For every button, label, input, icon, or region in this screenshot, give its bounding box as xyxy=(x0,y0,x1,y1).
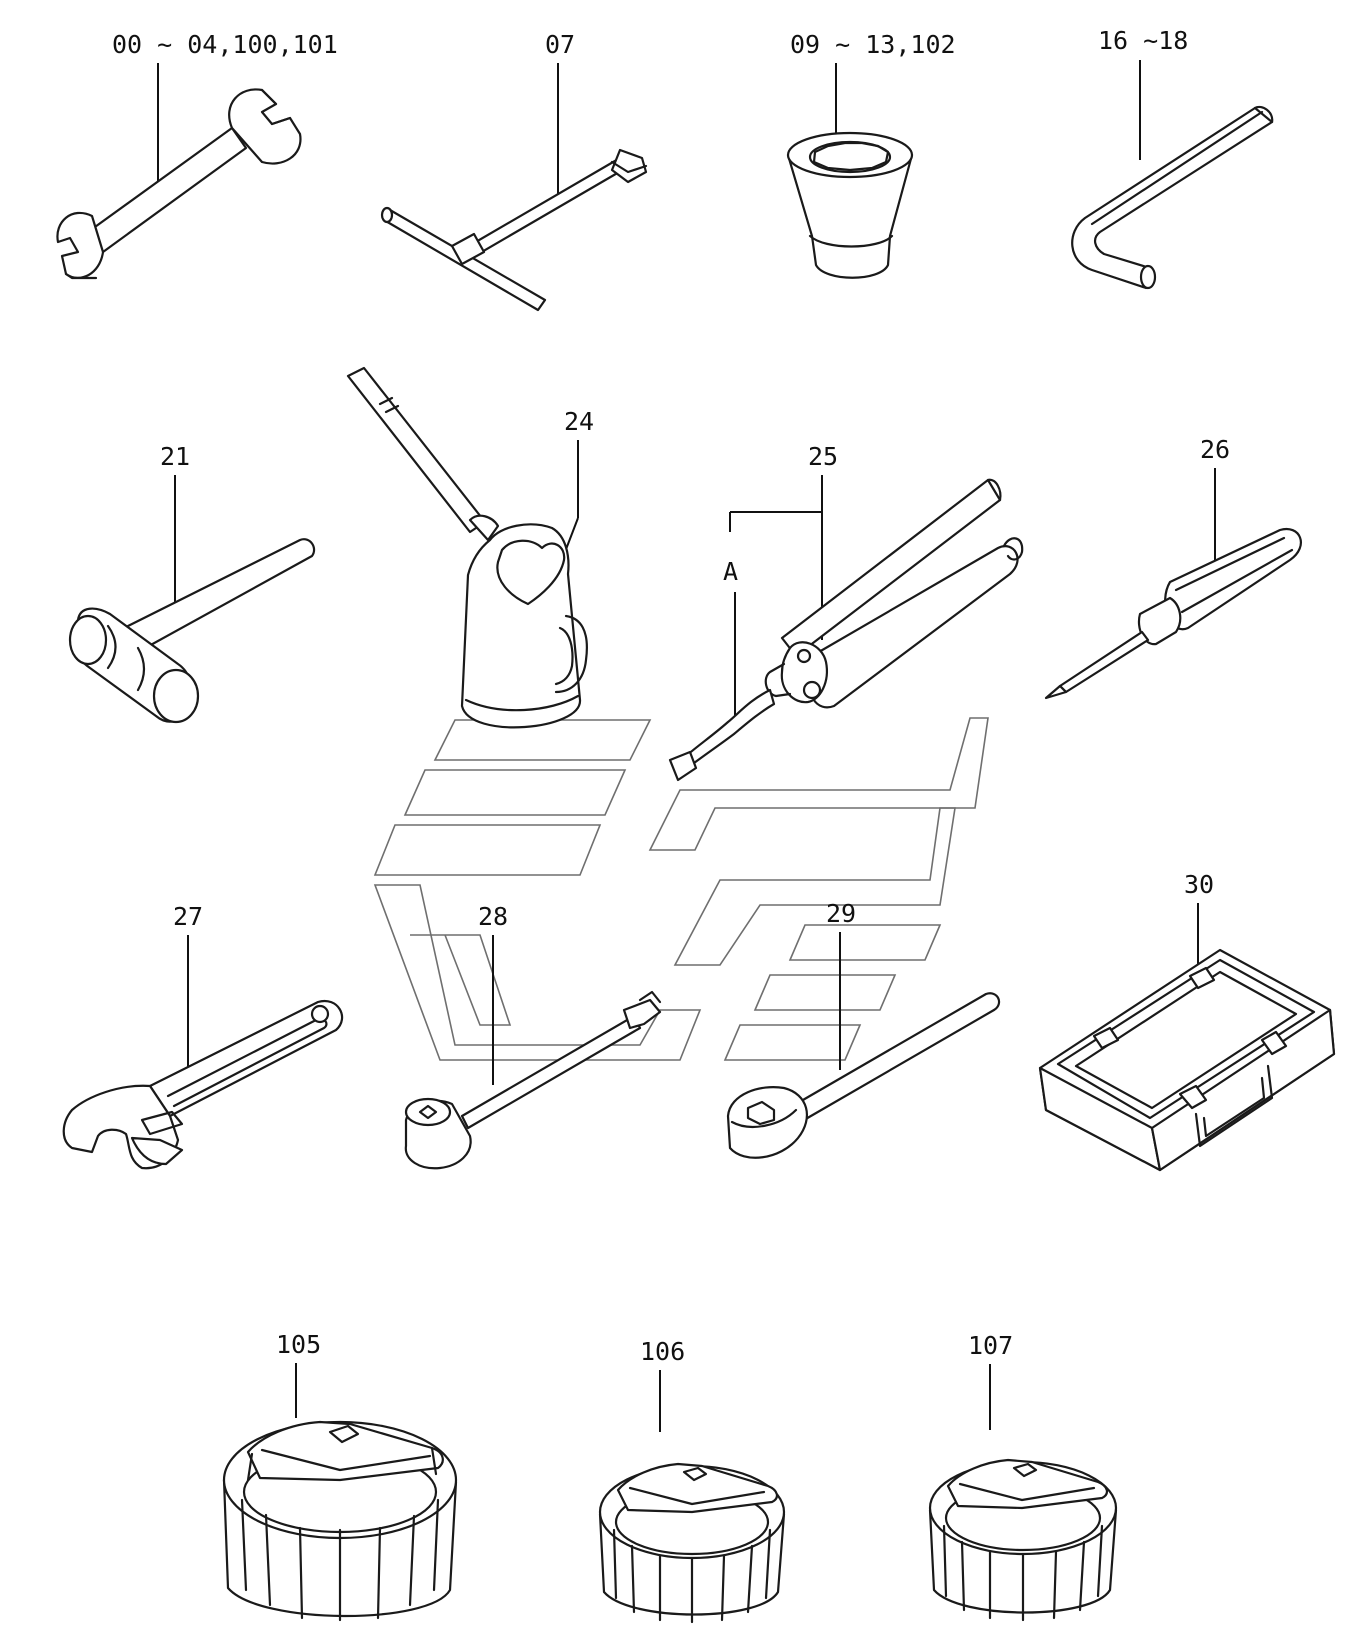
filter-wrench-part-107: 107 xyxy=(928,1331,1118,1622)
callout-ratchet: 29 xyxy=(826,899,856,928)
callout-filter-wrench-1: 105 xyxy=(276,1330,321,1359)
callout-screwdriver: 26 xyxy=(1200,435,1230,464)
callout-wrench-open-end: 00 ~ 04,100,101 xyxy=(112,30,338,59)
open-end-wrench-icon xyxy=(56,88,302,280)
screwdriver-part: 26 xyxy=(1044,435,1302,700)
hex-key-icon xyxy=(1071,105,1274,290)
socket-part: 09 ~ 13,102 xyxy=(786,30,956,279)
filter-wrench-part-105: 105 xyxy=(222,1330,458,1622)
socket-icon xyxy=(786,131,914,279)
extension-bar-icon xyxy=(404,990,662,1170)
callout-t-handle: 07 xyxy=(545,30,575,59)
screwdriver-icon xyxy=(1044,527,1302,700)
grease-gun-icon xyxy=(668,478,1024,782)
hammer-part: 21 xyxy=(68,442,316,724)
tool-box-part: 30 xyxy=(1038,870,1336,1172)
callout-filter-wrench-2: 106 xyxy=(640,1337,685,1366)
callout-grease-gun-ref: A xyxy=(723,557,738,586)
extension-bar-part: 28 xyxy=(404,902,662,1170)
filter-wrench-icon xyxy=(222,1420,458,1622)
callout-adjustable-wrench: 27 xyxy=(173,902,203,931)
grease-gun-part: 25 A xyxy=(668,442,1024,782)
callout-oil-can: 24 xyxy=(564,407,594,436)
ratchet-handle-icon xyxy=(726,992,1001,1159)
callout-hex-key: 16 ~18 xyxy=(1098,26,1188,55)
hammer-icon xyxy=(68,538,316,724)
callout-tool-box: 30 xyxy=(1184,870,1214,899)
watermark-logo xyxy=(373,717,989,1061)
filter-wrench-icon xyxy=(928,1458,1118,1622)
callout-extension-bar: 28 xyxy=(478,902,508,931)
oil-can-icon xyxy=(346,366,588,729)
wrench-open-end-part: 00 ~ 04,100,101 xyxy=(56,30,338,280)
filter-wrench-part-106: 106 xyxy=(598,1337,786,1624)
hex-key-part: 16 ~18 xyxy=(1071,26,1274,290)
callout-hammer: 21 xyxy=(160,442,190,471)
t-handle-part: 07 xyxy=(380,30,648,312)
adjustable-wrench-part: 27 xyxy=(62,902,344,1170)
callout-grease-gun: 25 xyxy=(808,442,838,471)
tool-box-icon xyxy=(1038,948,1336,1172)
t-handle-wrench-icon xyxy=(380,148,648,312)
ratchet-part: 29 xyxy=(726,899,1001,1159)
callout-filter-wrench-3: 107 xyxy=(968,1331,1013,1360)
filter-wrench-icon xyxy=(598,1462,786,1624)
adjustable-wrench-icon xyxy=(62,999,344,1170)
callout-socket: 09 ~ 13,102 xyxy=(790,30,956,59)
oil-can-part: 24 xyxy=(346,366,594,729)
